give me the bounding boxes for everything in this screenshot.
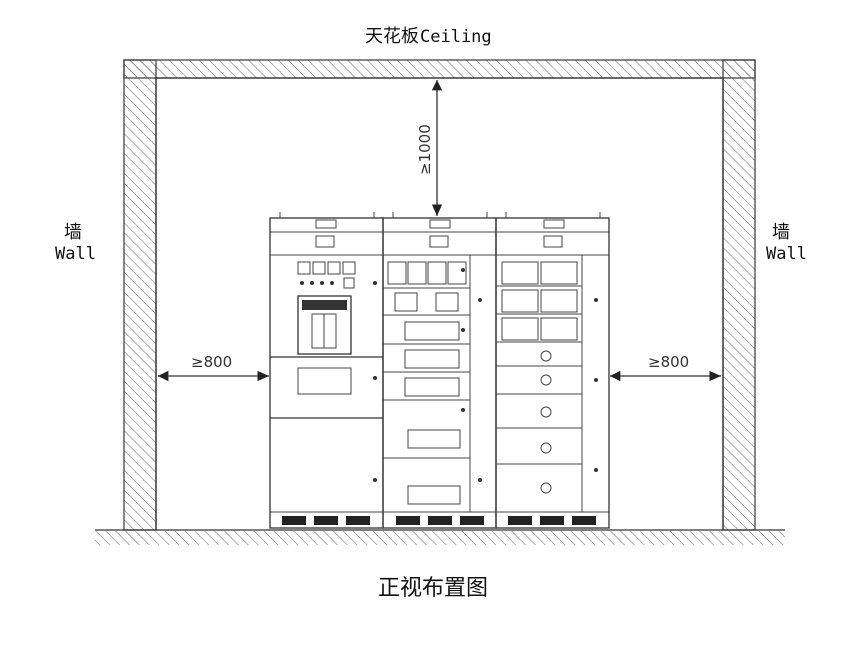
left-clearance-dimension: ≥800: [158, 353, 269, 382]
diagram-caption: 正视布置图: [378, 576, 488, 601]
wall-left-label-en: Wall: [55, 244, 96, 264]
ceiling-label-cn: 天花板: [365, 26, 419, 47]
left-clearance-label: ≥800: [191, 353, 232, 371]
ceiling-slab: [123, 59, 756, 79]
wall-right-label-en: Wall: [766, 244, 807, 264]
switchgear-cabinets: [269, 212, 610, 529]
wall-left-label-cn: 墙: [64, 222, 82, 243]
cabinet-2: [382, 212, 497, 529]
top-clearance-dimension: ≥1000: [416, 80, 443, 216]
floor-hatch: [95, 531, 785, 545]
left-wall: [123, 59, 157, 531]
wall-right-label-cn: 墙: [772, 222, 790, 243]
room-structure: [95, 59, 785, 545]
right-clearance-label: ≥800: [648, 353, 689, 371]
right-wall: [722, 59, 756, 531]
ceiling-label-en: Ceiling: [420, 27, 492, 47]
right-clearance-dimension: ≥800: [610, 353, 721, 382]
cabinet-1: [269, 212, 384, 529]
top-clearance-label: ≥1000: [416, 124, 434, 175]
cabinet-3: [495, 212, 610, 529]
